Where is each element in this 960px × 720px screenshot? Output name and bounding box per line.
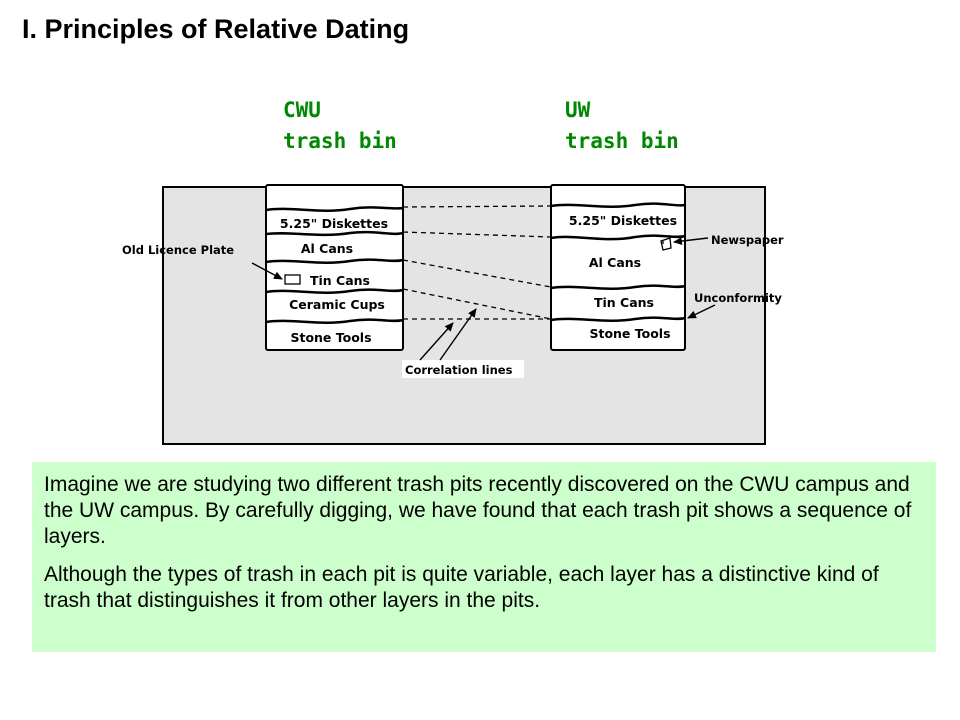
uw-layer-stone-tools: Stone Tools [589, 326, 670, 341]
correlation-line-3 [402, 259, 552, 288]
uw-boundary-2 [550, 234, 686, 241]
callout-licence-plate: Old Licence Plate [122, 243, 234, 257]
callout-newspaper-arrow [673, 237, 709, 246]
uw-boundary-1 [550, 202, 686, 208]
callout-correlation-arrow-2 [439, 308, 477, 361]
uw-boundary-4 [550, 316, 686, 322]
description-box: Imagine we are studying two different tr… [32, 462, 936, 652]
cwu-boundary-3 [265, 258, 404, 264]
uw-bin-label: UW trash bin [565, 98, 679, 153]
licence-plate-icon [284, 274, 301, 285]
description-paragraph-2: Although the types of trash in each pit … [44, 563, 879, 612]
newspaper-icon [660, 237, 672, 251]
correlation-line-4 [402, 288, 552, 320]
cwu-boundary-5 [265, 318, 404, 324]
callout-licence-plate-arrow [251, 262, 283, 280]
uw-bin [550, 184, 686, 351]
uw-layer-diskettes: 5.25" Diskettes [569, 213, 677, 228]
cwu-boundary-1 [265, 206, 404, 212]
correlation-lines [402, 205, 552, 320]
callout-unconformity-arrow [687, 304, 716, 319]
callout-correlation: Correlation lines [405, 363, 513, 377]
cwu-boundary-2 [265, 230, 404, 237]
callout-unconformity: Unconformity [694, 291, 782, 305]
callout-correlation-bg [402, 360, 524, 378]
cwu-layer-diskettes: 5.25" Diskettes [280, 216, 388, 231]
uw-layer-tin-cans: Tin Cans [594, 295, 654, 310]
correlation-line-1 [402, 205, 552, 208]
cwu-layer-ceramic-cups: Ceramic Cups [289, 297, 385, 312]
description-paragraph-1: Imagine we are studying two different tr… [44, 473, 912, 548]
callout-correlation-arrow-1 [419, 322, 454, 361]
cwu-layer-stone-tools: Stone Tools [290, 330, 371, 345]
cwu-bin-label: CWU trash bin [283, 98, 397, 153]
page-title: I. Principles of Relative Dating [22, 14, 410, 44]
cwu-layer-tin-cans: Tin Cans [310, 273, 370, 288]
cwu-layer-al-cans: Al Cans [301, 241, 353, 256]
uw-boundary-3 [550, 284, 686, 290]
trash-pit-diagram: 5.25" Diskettes Al Cans Tin Cans Ceramic… [122, 184, 784, 445]
correlation-line-2 [402, 231, 552, 238]
cwu-boundary-4 [265, 288, 404, 294]
uw-layer-al-cans: Al Cans [589, 255, 641, 270]
cwu-bin [265, 184, 404, 351]
callout-newspaper: Newspaper [711, 233, 784, 247]
